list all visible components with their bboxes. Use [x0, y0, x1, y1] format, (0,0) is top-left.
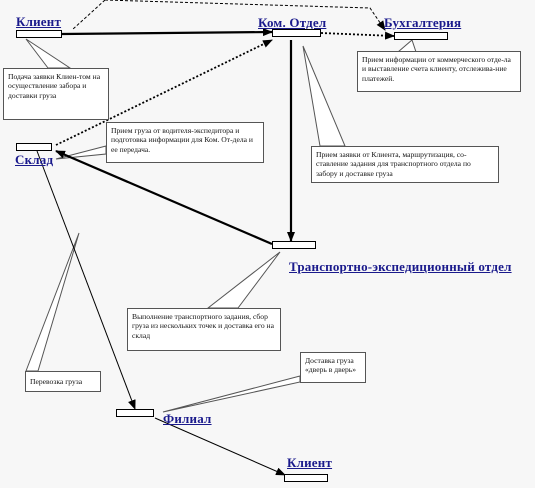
node-buhgalteria: Бухгалтерия — [384, 15, 462, 30]
node-transport: Транспортно-экспедиционный отдел — [289, 259, 512, 274]
kom-otdel-box — [272, 29, 321, 37]
transport-box — [272, 241, 316, 249]
note-delivery: Доставка груза «дверь в дверь» — [300, 352, 366, 383]
callout-pointer-client — [25, 38, 72, 69]
callout-pointer-transport — [206, 251, 281, 309]
dashed-flow-top — [71, 0, 106, 31]
node-client-top: Клиент — [16, 14, 62, 29]
node-filial: Филиал — [163, 411, 212, 426]
buhgalteria-box — [394, 32, 448, 40]
note-kom-receive: Прием заявки от Клиента, маршрутизация, … — [311, 146, 499, 183]
client-bottom-box — [284, 474, 328, 482]
dotted-sklad-to-kom — [55, 39, 273, 146]
callout-pointer-kom — [302, 45, 346, 147]
arrow-filial-to-client — [154, 417, 286, 476]
sklad-box — [16, 143, 52, 151]
callout-pointer-delivery — [162, 375, 301, 413]
note-sklad-receive: Прием груза от водителя-экспедитора и по… — [106, 122, 264, 163]
arrow-client-to-kom — [61, 28, 273, 37]
client-top-box — [16, 30, 62, 38]
note-perevozka: Перевозка груза — [25, 371, 101, 392]
node-sklad: Склад — [15, 152, 54, 167]
callout-pointer-sklad — [55, 145, 107, 160]
note-transport-task: Выполнение транспортного задания, сбор г… — [127, 308, 281, 351]
dashed-flow-buh — [104, 0, 386, 31]
note-buh-receive: Прием информации от коммерческого отде-л… — [357, 51, 521, 92]
arrow-transport-to-sklad — [55, 149, 273, 246]
note-client-request: Подача заявки Клиен-том на осуществление… — [3, 68, 109, 120]
filial-box — [116, 409, 154, 417]
node-kom-otdel: Ком. Отдел — [258, 15, 327, 30]
arrow-sklad-to-filial — [36, 150, 136, 410]
dotted-kom-to-buh — [320, 31, 395, 40]
node-client-bottom: Клиент — [287, 455, 333, 470]
callout-pointer-perevozka — [25, 232, 80, 372]
